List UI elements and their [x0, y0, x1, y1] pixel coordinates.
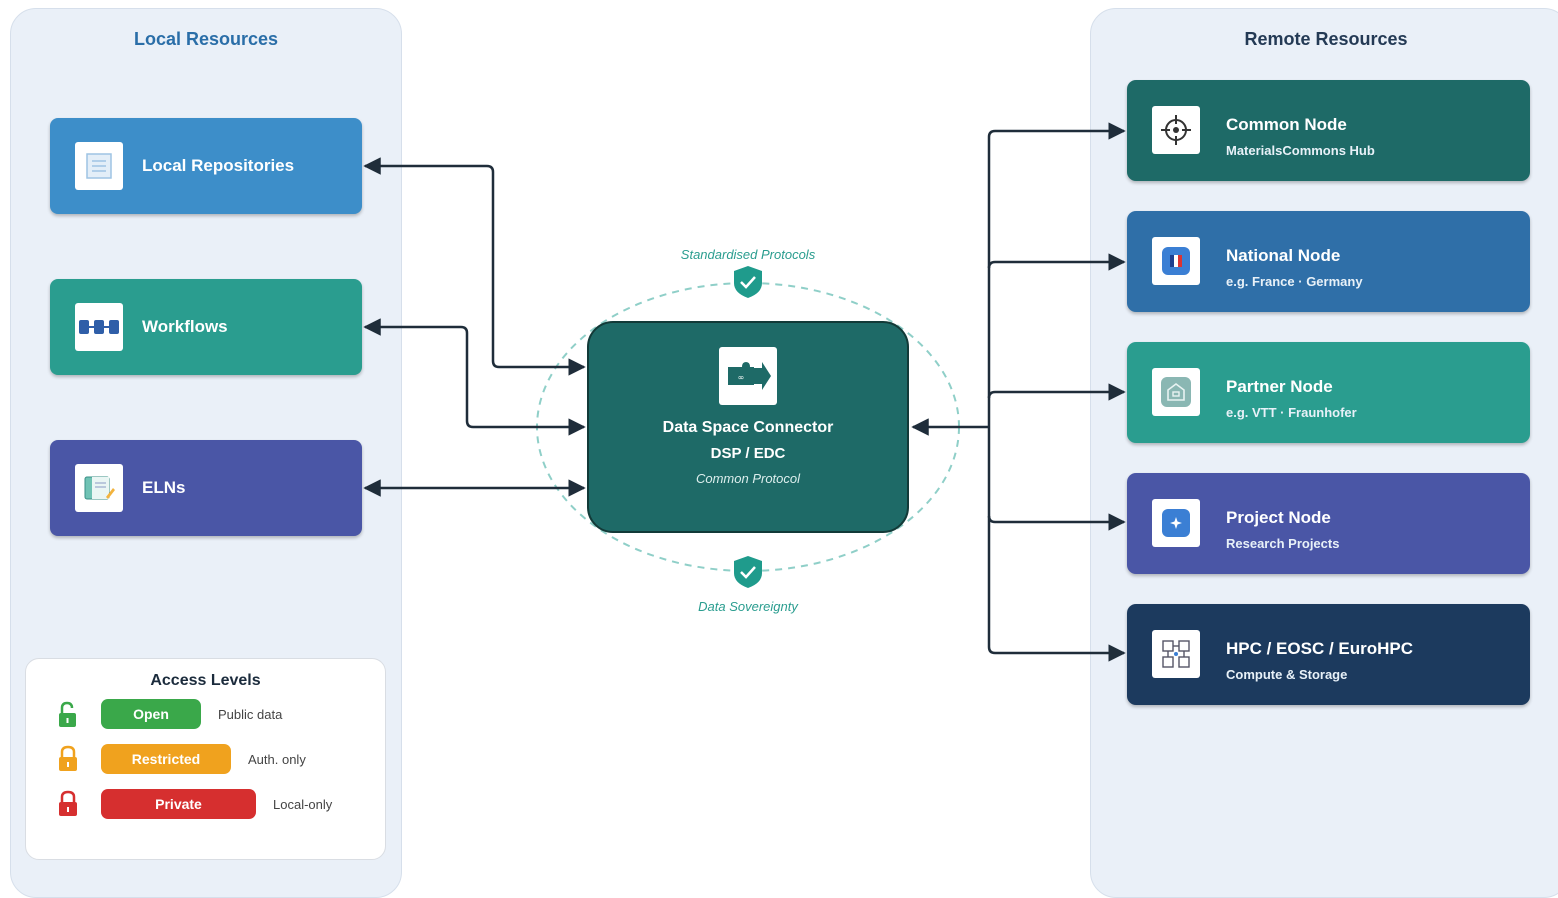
connector-protocol: Common Protocol — [695, 471, 801, 486]
connector-title: Data Space Connector — [662, 419, 834, 436]
arrow-project-node — [987, 513, 1126, 531]
connector-subtitle: DSP / EDC — [710, 445, 786, 462]
puzzle-arrow-icon: ∞ — [719, 347, 777, 405]
flag-icon — [1152, 237, 1200, 285]
project-node-label: Project Node — [1226, 508, 1331, 527]
restricted-badge: Restricted — [101, 744, 231, 774]
partner-node-sub: e.g. VTT · Fraunhofer — [1226, 405, 1357, 420]
server-grid-icon — [1152, 630, 1200, 678]
national-node-box[interactable]: National Node e.g. France · Germany — [1127, 211, 1530, 312]
standardised-protocols-label: Standardised Protocols — [680, 247, 816, 262]
svg-text:∞: ∞ — [738, 373, 745, 382]
data-sovereignty-label: Data Sovereignty — [698, 599, 798, 614]
private-desc: Local-only — [273, 797, 333, 812]
crosshair-icon — [1152, 106, 1200, 154]
remote-resources-title: Remote Resources — [1244, 29, 1408, 49]
open-desc: Public data — [218, 707, 283, 722]
national-node-sub: e.g. France · Germany — [1226, 274, 1363, 289]
hpc-node-sub: Compute & Storage — [1226, 667, 1348, 682]
lock-private-icon — [59, 790, 77, 816]
common-node-sub: MaterialsCommons Hub — [1226, 143, 1375, 158]
project-node-box[interactable]: Project Node Research Projects — [1127, 473, 1530, 574]
arrow-workflows — [363, 318, 586, 436]
local-resources-title: Local Resources — [133, 29, 279, 49]
partner-node-label: Partner Node — [1226, 377, 1333, 396]
common-node-label: Common Node — [1226, 115, 1347, 134]
elns-label: ELNs — [142, 478, 186, 497]
workflows-box[interactable]: Workflows — [50, 279, 362, 375]
shield-check-icon-top — [734, 266, 762, 298]
arrow-hpc-node — [987, 644, 1126, 662]
private-badge: Private — [101, 789, 256, 819]
legend-title: Access Levels — [150, 672, 261, 689]
data-space-connector[interactable]: ∞ Data Space Connector DSP / EDC Common … — [587, 321, 909, 533]
local-repositories-label: Local Repositories — [142, 156, 295, 175]
building-icon — [1152, 368, 1200, 416]
document-list-icon — [75, 142, 123, 190]
open-badge: Open — [101, 699, 201, 729]
local-repositories-box[interactable]: Local Repositories — [50, 118, 362, 214]
shield-check-icon-bottom — [734, 556, 762, 588]
common-node-box[interactable]: Common Node MaterialsCommons Hub — [1127, 80, 1530, 181]
arrow-local-repositories — [363, 157, 586, 376]
hpc-node-box[interactable]: HPC / EOSC / EuroHPC Compute & Storage — [1127, 604, 1530, 705]
connection-arrows — [363, 122, 1126, 662]
notebook-icon — [75, 464, 123, 512]
project-node-sub: Research Projects — [1226, 536, 1340, 551]
lock-restricted-icon — [59, 745, 77, 771]
restricted-desc: Auth. only — [248, 752, 306, 767]
access-levels-legend: Access Levels Open Public data Restricte… — [25, 658, 386, 860]
partner-node-box[interactable]: Partner Node e.g. VTT · Fraunhofer — [1127, 342, 1530, 443]
arrow-national-node — [987, 253, 1126, 271]
hpc-node-label: HPC / EOSC / EuroHPC — [1226, 639, 1414, 658]
national-node-label: National Node — [1226, 246, 1341, 265]
arrow-common-node — [987, 122, 1126, 140]
arrow-partner-node — [987, 383, 1126, 401]
workflows-label: Workflows — [142, 317, 228, 336]
unlocked-icon — [59, 701, 76, 727]
workflow-nodes-icon — [75, 303, 123, 351]
elns-box[interactable]: ELNs — [50, 440, 362, 536]
sparkle-icon — [1152, 499, 1200, 547]
